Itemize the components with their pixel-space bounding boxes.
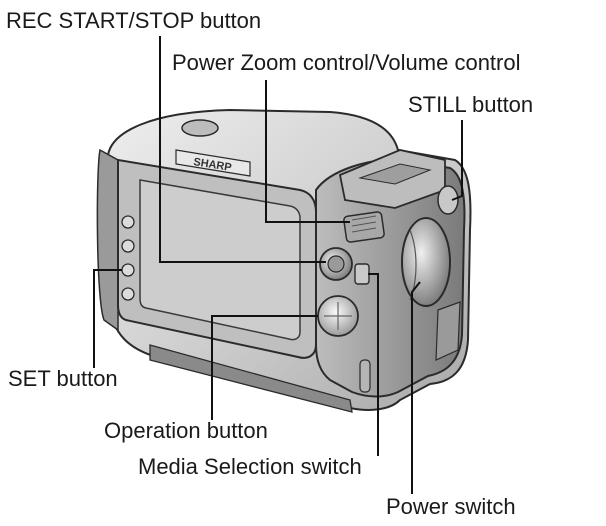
- camera-left-edge: [96, 148, 119, 332]
- top-dial: [181, 119, 219, 137]
- viewfinder-top: [358, 163, 432, 185]
- label-power-switch: Power switch: [386, 494, 516, 519]
- brand-plate: [175, 149, 251, 177]
- label-power-zoom: Power Zoom control/Volume control: [172, 50, 521, 75]
- leader-set: [93, 269, 122, 368]
- camera-base: [149, 344, 353, 413]
- speaker-grille: [435, 301, 461, 361]
- label-rec-start-stop: REC START/STOP button: [6, 8, 262, 33]
- zoom-grip-3: [351, 227, 377, 233]
- media-selection-switch[interactable]: [354, 263, 370, 285]
- leader-still: [451, 120, 463, 201]
- label-media-selection: Media Selection switch: [138, 454, 362, 479]
- side-button-2[interactable]: [121, 239, 135, 253]
- leader-power: [411, 281, 421, 494]
- brand-logo: SHARP: [193, 156, 233, 174]
- label-set-button: SET button: [8, 366, 118, 391]
- side-button-4[interactable]: [121, 287, 135, 301]
- leader-rec: [159, 36, 326, 263]
- leader-lines: [93, 36, 463, 494]
- label-operation-button: Operation button: [104, 418, 268, 443]
- lcd-screen: [139, 179, 301, 341]
- zoom-control[interactable]: [343, 211, 385, 243]
- side-button-1[interactable]: [121, 215, 135, 229]
- set-button[interactable]: [121, 263, 135, 277]
- rec-button-center: [327, 255, 345, 273]
- side-slot: [359, 359, 371, 393]
- label-still-button: STILL button: [408, 92, 534, 117]
- zoom-grip-1: [351, 215, 377, 221]
- power-switch[interactable]: [401, 217, 451, 307]
- zoom-grip-2: [351, 221, 377, 227]
- leader-operation: [211, 315, 318, 420]
- leader-media: [368, 273, 379, 456]
- leader-zoom: [265, 80, 350, 223]
- still-button[interactable]: [437, 185, 459, 215]
